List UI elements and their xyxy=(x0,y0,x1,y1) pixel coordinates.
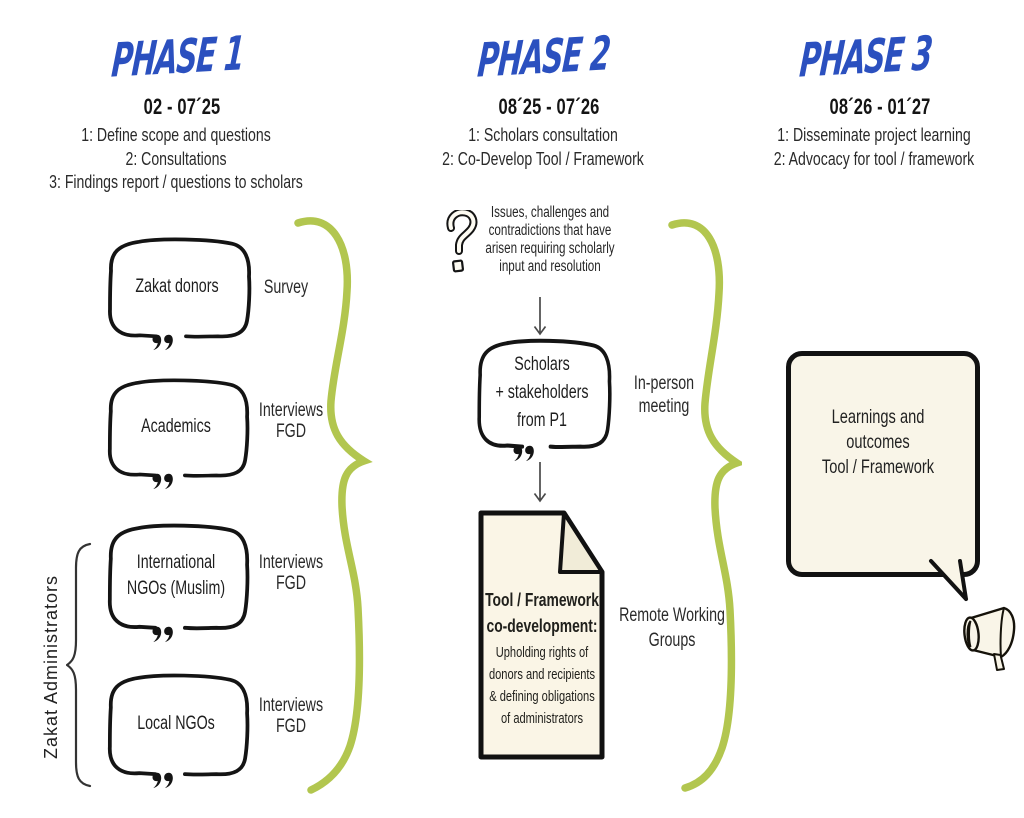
bubble-label: + stakeholders xyxy=(495,382,589,403)
quote-marks-icon xyxy=(513,444,535,463)
down-arrow-icon xyxy=(533,462,547,503)
method-label-survey: Survey xyxy=(263,277,309,298)
megaphone-icon xyxy=(963,606,1016,671)
bubble-academics: Academics xyxy=(98,377,254,483)
method-label-academics: Interviews FGD xyxy=(258,400,324,442)
group-brace xyxy=(66,542,92,788)
issues-text: Issues, challenges and contradictions th… xyxy=(485,204,615,275)
phase1-item-1: 1: Define scope and questions xyxy=(81,124,271,145)
phase2-item-2: 2: Co-Develop Tool / Framework xyxy=(442,147,644,169)
phase1-header: 02 - 07´25 1: Define scope and questions… xyxy=(26,96,326,194)
phase3-dates: 08´26 - 01´27 xyxy=(829,94,931,119)
phase3-item-2: 2: Advocacy for tool / framework xyxy=(773,147,975,169)
method-label-intl-ngos: Interviews FGD xyxy=(258,552,324,594)
zakat-administrators-label: Zakat Administrators xyxy=(41,574,61,760)
quote-marks-icon xyxy=(152,771,174,790)
bubble-zakat-donors: Zakat donors xyxy=(98,236,256,344)
bubble-international-ngos: International NGOs (Muslim) xyxy=(98,522,254,636)
quote-marks-icon xyxy=(152,625,174,644)
document-text: Tool / Framework co-development: Upholdi… xyxy=(485,589,599,727)
down-arrow-icon xyxy=(533,297,547,336)
document-icon xyxy=(478,510,605,760)
bubble-label: International xyxy=(136,552,216,573)
speech-tail xyxy=(929,558,968,601)
phase2-header: 08´25 - 07´26 1: Scholars consultation 2… xyxy=(431,96,656,170)
quote-marks-icon xyxy=(152,333,174,352)
phase1-green-brace xyxy=(294,217,373,794)
phase2-item-1: 1: Scholars consultation xyxy=(468,124,618,145)
phase2-title: PHASE 2 xyxy=(476,26,612,89)
phase1-dates: 02 - 07´25 xyxy=(143,94,221,119)
bubble-label: Scholars xyxy=(514,354,570,375)
bubble-scholars: Scholars + stakeholders from P1 xyxy=(468,337,616,455)
bubble-label: Zakat donors xyxy=(135,276,219,297)
phase1-title: PHASE 1 xyxy=(110,26,246,89)
phase3-title: PHASE 3 xyxy=(798,26,934,89)
bubble-label: Local NGOs xyxy=(137,713,215,734)
bubble-label: NGOs (Muslim) xyxy=(126,578,226,599)
bubble-local-ngos: Local NGOs xyxy=(98,672,254,782)
quote-marks-icon xyxy=(152,472,174,491)
phase3-header: 08´26 - 01´27 1: Disseminate project lea… xyxy=(762,96,987,170)
learnings-text: Learnings and outcomes Tool / Framework xyxy=(821,406,935,478)
phase1-item-2: 2: Consultations xyxy=(125,147,227,169)
phase1-item-3: 3: Findings report / questions to schola… xyxy=(49,171,303,192)
bubble-label: Academics xyxy=(141,416,211,437)
bubble-label: from P1 xyxy=(517,410,567,431)
question-mark-icon xyxy=(446,210,478,273)
method-label-local-ngos: Interviews FGD xyxy=(258,695,324,737)
bubble-learnings-outcomes xyxy=(786,351,980,577)
phase2-green-brace xyxy=(668,219,742,792)
phase2-dates: 08´25 - 07´26 xyxy=(498,94,600,119)
remote-working-groups-label: Remote Working Groups xyxy=(619,605,725,651)
phase3-item-1: 1: Disseminate project learning xyxy=(777,124,971,145)
in-person-meeting-label: In-person meeting xyxy=(633,373,695,417)
